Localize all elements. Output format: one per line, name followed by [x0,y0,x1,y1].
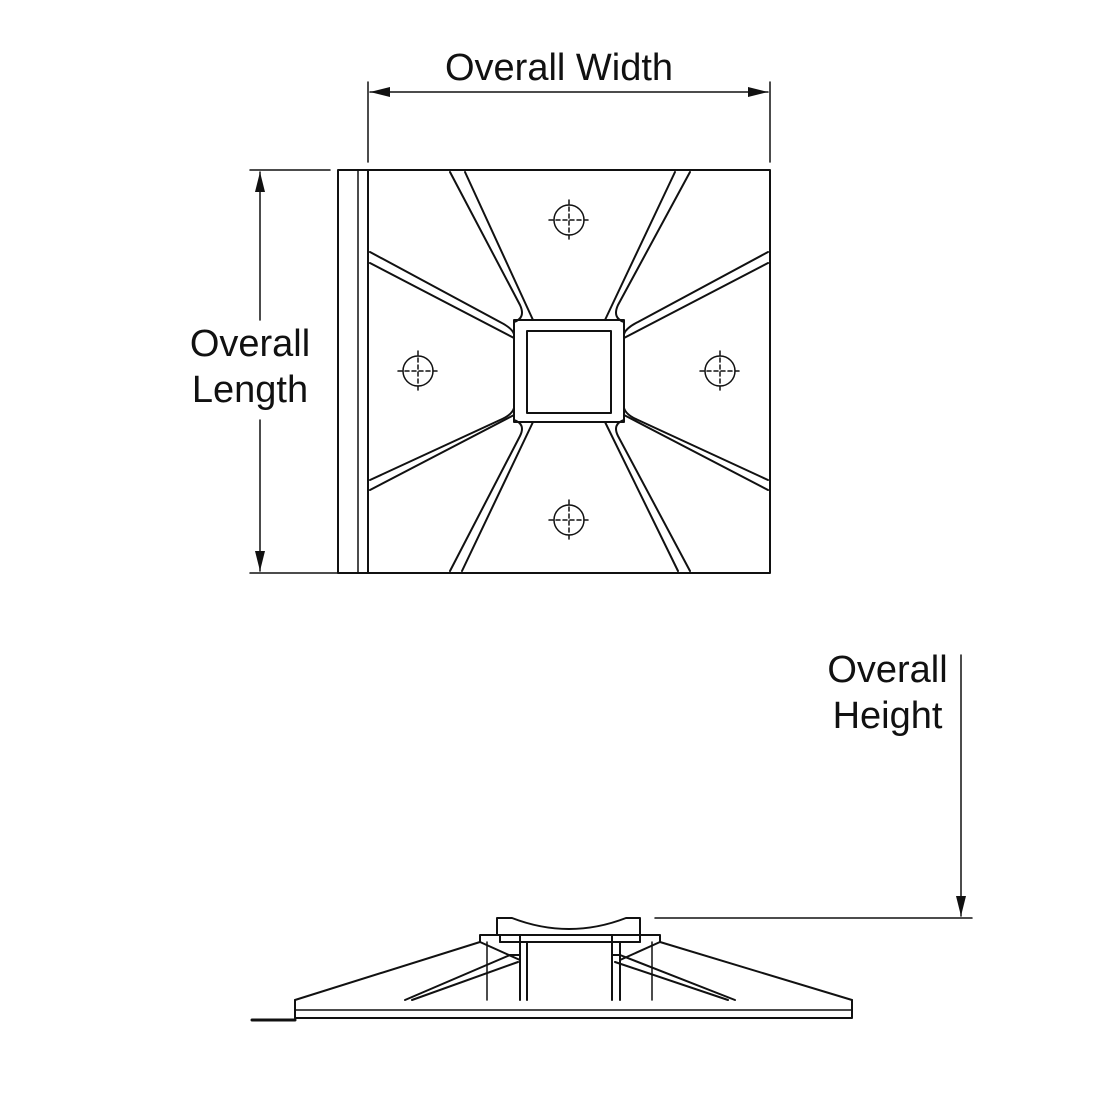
side-view [250,917,853,1022]
overall-width-label: Overall Width [444,47,674,89]
overall-length-label: Overall Length [150,322,350,413]
overall-length-label-line2: Length [191,368,309,411]
top-view [337,169,771,574]
center-boss-inner [526,330,612,414]
mounting-hole-right [699,350,741,392]
mounting-hole-top [548,199,590,241]
center-boss-outer [513,319,625,423]
overall-height-label-line2: Height [832,694,943,737]
mounting-hole-left [397,350,439,392]
overall-length-label-line1: Overall [189,323,311,365]
mounting-hole-bottom [548,499,590,541]
width-dimension [367,81,771,163]
length-dimension [249,169,341,574]
plate-outline [367,169,771,574]
overall-height-label: Overall Height [790,648,985,739]
height-dimension [654,654,973,919]
overall-height-label-line1: Overall [827,649,948,691]
